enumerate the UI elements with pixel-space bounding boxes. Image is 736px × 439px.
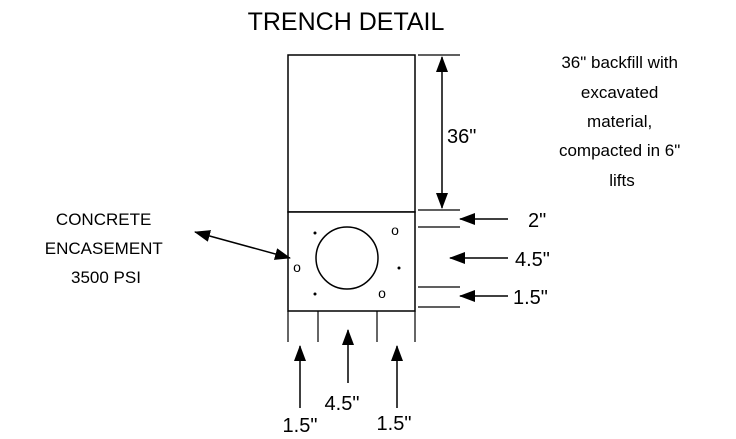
dot-right — [397, 266, 401, 270]
dot-bottom-left — [313, 292, 317, 296]
diagram-title: TRENCH DETAIL — [248, 8, 445, 36]
encasement-callout: CONCRETE ENCASEMENT 3500 PSI — [45, 210, 168, 287]
dim-label-top-cover: 2" — [528, 210, 546, 232]
backfill-note: 36" backfill with excavated material, co… — [559, 53, 685, 190]
dim-label-backfill-depth: 36" — [447, 126, 476, 148]
dim-label-pipe-width: 4.5" — [325, 393, 360, 415]
dot-top-left — [313, 231, 317, 235]
dim-label-left-cover: 1.5" — [283, 415, 318, 437]
rebar-marker-top-right: o — [391, 222, 399, 238]
rebar-marker-left: o — [293, 259, 301, 275]
dim-label-right-cover: 1.5" — [377, 413, 412, 435]
dim-label-bottom-cover: 1.5" — [513, 287, 548, 309]
encasement-leader-arrow — [194, 230, 291, 260]
backfill-zone — [287, 54, 416, 213]
rebar-marker-bottom-right: o — [378, 285, 386, 301]
dim-label-pipe-height: 4.5" — [515, 249, 550, 271]
pipe-circle — [315, 226, 379, 290]
